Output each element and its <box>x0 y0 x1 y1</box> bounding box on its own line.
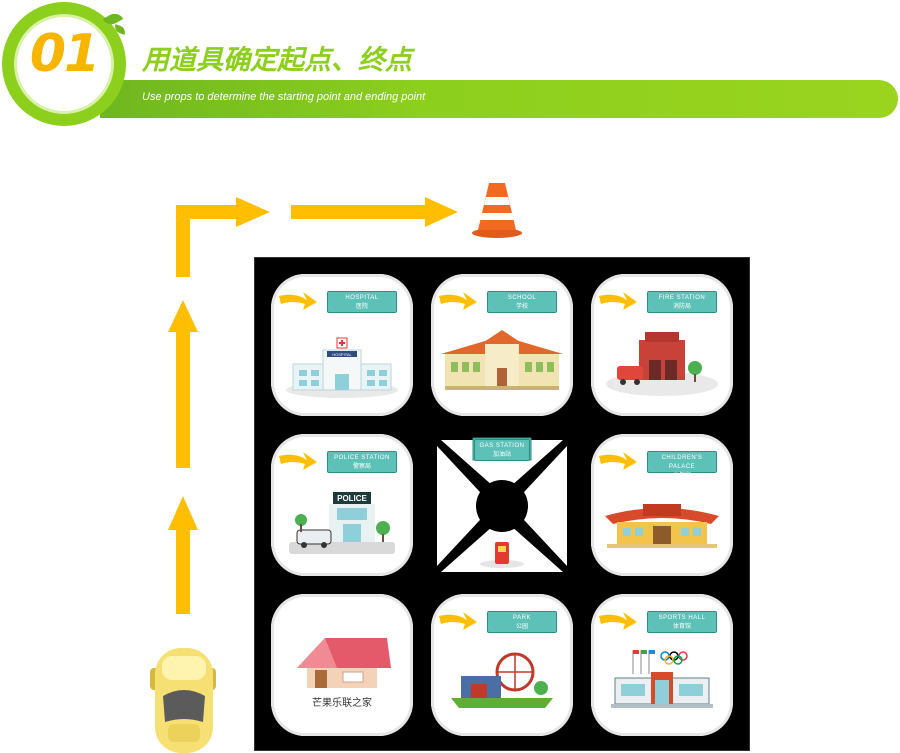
traffic-cone-icon <box>472 183 522 238</box>
sign-sports-hall: SPORTS HALL 体育馆 <box>647 611 717 633</box>
police-station-illustration: POLICE <box>279 452 395 554</box>
hospital-building-sign: HOSPITAL <box>332 352 352 357</box>
page-subtitle: Use props to determine the starting poin… <box>142 91 426 103</box>
taxi-car-icon <box>150 648 216 753</box>
step-number: 01 <box>29 24 100 84</box>
tile-house[interactable]: 芒果乐联之家 <box>271 594 413 736</box>
sign-label-en: PARK <box>513 615 531 621</box>
arrow-up-icon <box>168 300 198 468</box>
olympic-rings-icon <box>660 651 688 665</box>
tile-fire-station[interactable]: FIRE STATION 消防局 <box>591 274 733 416</box>
flags-icon <box>632 650 655 674</box>
sign-label-cn: 加油站 <box>492 452 511 458</box>
tile-sports-hall[interactable]: SPORTS HALL 体育馆 <box>591 594 733 736</box>
sign-fire-station: FIRE STATION 消防局 <box>647 291 717 313</box>
page-title: 用道具确定起点、终点 <box>142 45 412 76</box>
park-illustration <box>439 612 553 708</box>
arrow-right-icon <box>291 197 458 227</box>
step-badge-inner <box>14 14 114 114</box>
arrow-up-icon <box>168 496 198 614</box>
sign-park: PARK 公园 <box>487 611 557 633</box>
house-label: 芒果乐联之家 <box>312 698 372 709</box>
childrens-palace-illustration <box>599 452 719 548</box>
arrow-right-icon <box>279 292 317 310</box>
tile-hospital[interactable]: HOSPITAL HOSPITAL 医院 <box>271 274 413 416</box>
sign-label-en: FIRE STATION <box>658 295 706 301</box>
header-banner: 01 用道具确定起点、终点 Use props to determine the… <box>0 0 900 130</box>
sports-hall-illustration <box>599 612 713 708</box>
arrow-right-icon <box>279 452 317 470</box>
sign-label-cn: 公园 <box>515 624 528 630</box>
arrow-right-icon <box>439 612 477 630</box>
sign-label-en: HOSPITAL <box>345 295 379 301</box>
arrow-right-icon <box>599 452 637 470</box>
arrow-right-icon <box>599 612 637 630</box>
arrow-right-icon <box>439 292 477 310</box>
tile-park[interactable]: PARK 公园 <box>431 594 573 736</box>
city-board: HOSPITAL HOSPITAL 医院 SCHOOL 学校 <box>254 257 750 751</box>
tile-childrens-palace[interactable]: CHILDREN'S PALACE 少年宫 <box>591 434 733 576</box>
fuel-pump-icon <box>480 542 524 568</box>
tile-police-station[interactable]: POLICE POLICE STATION 警察局 <box>271 434 413 576</box>
sign-label-cn: 体育馆 <box>672 624 691 630</box>
sign-label-en: CHILDREN'S PALACE <box>661 455 703 470</box>
sign-childrens-palace: CHILDREN'S PALACE 少年宫 <box>647 451 717 479</box>
sign-label-en: SPORTS HALL <box>658 615 706 621</box>
hospital-illustration: HOSPITAL <box>279 292 398 398</box>
sign-label-cn: 学校 <box>515 304 528 310</box>
fire-station-illustration <box>599 292 718 396</box>
sign-label-cn: 医院 <box>355 304 368 310</box>
sign-school: SCHOOL 学校 <box>487 291 557 313</box>
header-bar <box>100 80 898 118</box>
sign-label-en: POLICE STATION <box>334 455 390 461</box>
sign-label-en: GAS STATION <box>479 443 525 449</box>
sign-label-cn: 少年宫 <box>672 473 691 479</box>
sign-police-station: POLICE STATION 警察局 <box>327 451 397 473</box>
police-building-sign: POLICE <box>337 494 367 503</box>
sign-gas-station: GAS STATION 加油站 <box>474 439 530 461</box>
arrow-right-icon <box>599 292 637 310</box>
sign-label-cn: 警察局 <box>352 464 371 470</box>
arrow-corner-icon <box>176 197 270 277</box>
school-illustration <box>439 292 563 390</box>
sign-label-en: SCHOOL <box>507 295 537 301</box>
tile-school[interactable]: SCHOOL 学校 <box>431 274 573 416</box>
sign-hospital: HOSPITAL 医院 <box>327 291 397 313</box>
sign-label-cn: 消防局 <box>672 304 691 310</box>
house-illustration <box>297 638 391 688</box>
